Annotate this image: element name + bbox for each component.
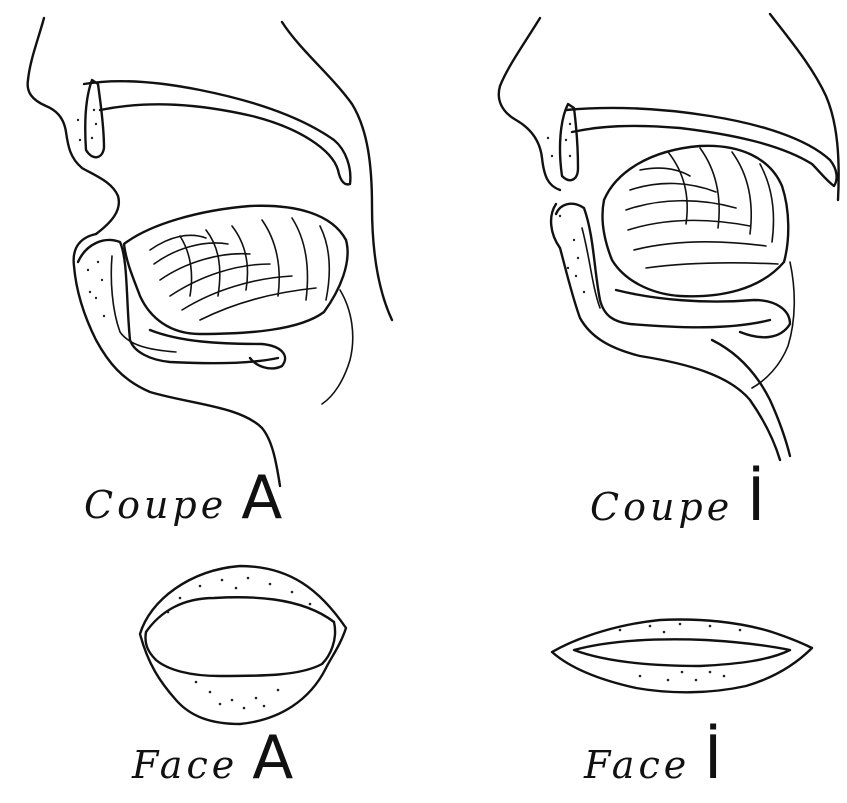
face-profile-i (499, 18, 560, 190)
caption-word: Coupe (590, 485, 733, 529)
caption-letter: A (241, 463, 286, 533)
lip-stipple-i (619, 623, 742, 682)
caption-word: Face (584, 743, 690, 787)
caption-letter: A (252, 723, 297, 793)
upper-teeth-a (85, 80, 104, 157)
mouth-opening-i (574, 639, 790, 666)
sagittal-section-a (28, 18, 392, 486)
mouth-opening-a (145, 597, 335, 676)
stipple-a (77, 109, 105, 317)
caption-letter: İ (704, 723, 726, 793)
lips-front-i (552, 620, 812, 693)
palate-a (84, 81, 350, 184)
lips-outer-a (140, 566, 346, 724)
upper-teeth-i (560, 104, 578, 180)
caption-letter: İ (747, 465, 769, 535)
tongue-muscle-lines-i (626, 148, 778, 268)
neck-back-i (770, 14, 839, 200)
tongue-a (124, 206, 348, 334)
chin-profile-a (74, 234, 280, 486)
sagittal-section-i (499, 14, 839, 460)
caption-word: Face (132, 743, 238, 787)
lips-front-a (140, 566, 346, 724)
pharynx-tube-i (712, 340, 790, 456)
caption-word: Coupe (84, 483, 227, 527)
tongue-muscle-lines-a (150, 218, 329, 320)
face-profile-a (28, 18, 119, 234)
